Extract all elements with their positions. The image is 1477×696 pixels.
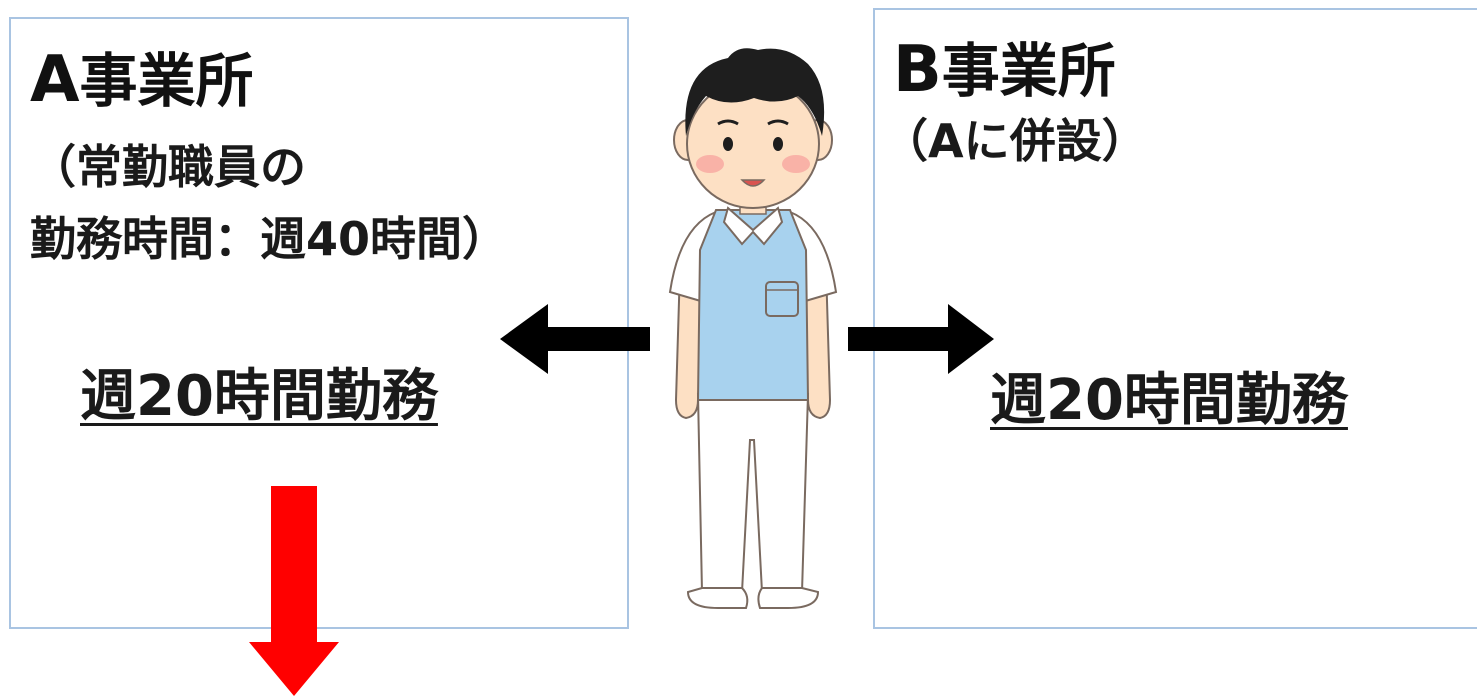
office-a-subtitle-line1: （常勤職員の	[30, 140, 306, 194]
office-a-title-text: 事業所	[79, 47, 254, 115]
office-b-title: B事業所	[893, 38, 1116, 102]
office-a-letter: A	[30, 43, 80, 117]
arrow-right-icon	[848, 304, 994, 374]
office-b-title-text: 事業所	[941, 37, 1116, 105]
arrow-down-icon	[249, 486, 339, 696]
caregiver-figure-icon	[668, 48, 838, 609]
arrow-left-icon	[500, 304, 650, 374]
office-a-work-hours: 週20時間勤務	[80, 364, 438, 429]
office-a-subtitle-line2: 勤務時間：週40時間）	[30, 212, 509, 266]
office-b-work-hours: 週20時間勤務	[990, 368, 1348, 433]
office-b-subtitle: （Aに併設）	[882, 114, 1148, 168]
office-b-letter: B	[893, 33, 942, 107]
office-a-title: A事業所	[30, 48, 254, 112]
office-b-box	[873, 8, 1477, 629]
